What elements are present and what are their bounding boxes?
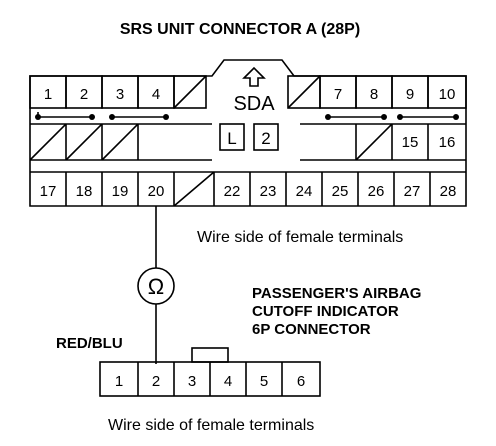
- pin-18: 18: [76, 183, 93, 200]
- pin-15: 15: [402, 134, 419, 151]
- up-arrow-icon: [242, 66, 266, 87]
- connector-6p-latch: [191, 347, 229, 363]
- pin-28: 28: [440, 183, 457, 200]
- srs-connector-a: 1 2 3 4 7 8 9 10: [29, 59, 467, 207]
- pin-17: 17: [40, 183, 57, 200]
- passenger-label-line2: CUTOFF INDICATOR: [252, 303, 399, 320]
- pin-9: 9: [406, 86, 414, 103]
- connector-a-shell: [29, 59, 467, 207]
- lock-2-box: [253, 123, 279, 151]
- pin6p-1: 1: [115, 373, 123, 390]
- pin-19: 19: [112, 183, 129, 200]
- pin-24: 24: [296, 183, 313, 200]
- pin-26: 26: [368, 183, 385, 200]
- pin-1: 1: [44, 86, 52, 103]
- pin6p-3: 3: [188, 373, 196, 390]
- passenger-label-line1: PASSENGER'S AIRBAG: [252, 285, 421, 302]
- wire-color-label: RED/BLU: [56, 335, 123, 352]
- pin-20: 20: [148, 183, 165, 200]
- pin-23: 23: [260, 183, 277, 200]
- pin-4: 4: [152, 86, 160, 103]
- ohm-symbol: Ω: [148, 274, 164, 299]
- pin6p-5: 5: [260, 373, 268, 390]
- wire-side-label-b: Wire side of female terminals: [108, 417, 314, 434]
- diagram-title: SRS UNIT CONNECTOR A (28P): [120, 21, 360, 38]
- pin-2: 2: [80, 86, 88, 103]
- pin-22: 22: [224, 183, 241, 200]
- pin-10: 10: [439, 86, 456, 103]
- pin-25: 25: [332, 183, 349, 200]
- lock-2-label: 2: [261, 129, 270, 148]
- test-lead: Ω: [137, 206, 175, 364]
- wire-side-label-a: Wire side of female terminals: [197, 229, 403, 246]
- pin6p-2: 2: [152, 373, 160, 390]
- pin-16: 16: [439, 134, 456, 151]
- lock-l-label: L: [227, 129, 236, 148]
- pin-3: 3: [116, 86, 124, 103]
- passenger-label-line3: 6P CONNECTOR: [252, 321, 371, 338]
- shorting-bars: [35, 112, 459, 120]
- passenger-6p-connector: 1 2 3 4 5 6: [99, 347, 321, 397]
- lock-l-box: [219, 123, 245, 151]
- pin6p-4: 4: [224, 373, 232, 390]
- pin-7: 7: [334, 86, 342, 103]
- sda-label: SDA: [233, 93, 275, 115]
- pin-27: 27: [404, 183, 421, 200]
- pin-8: 8: [370, 86, 378, 103]
- pin6p-6: 6: [297, 373, 305, 390]
